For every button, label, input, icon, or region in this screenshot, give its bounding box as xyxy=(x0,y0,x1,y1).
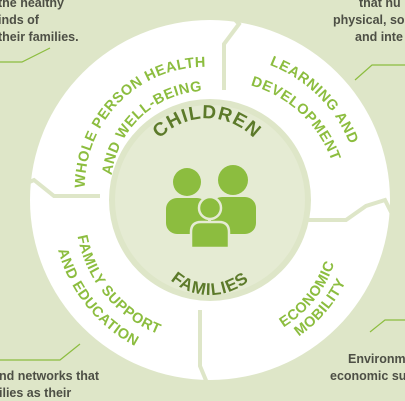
side-text-line: physical, so xyxy=(333,13,405,27)
family-icon xyxy=(166,165,256,250)
side-text-line: inds of xyxy=(0,13,39,27)
side-text-top-right: that nu physical, so and inte xyxy=(333,0,405,46)
side-text-bottom-right: Environm economic su xyxy=(330,351,405,385)
callout-line-bottom-right xyxy=(369,319,405,333)
separator-right xyxy=(300,197,394,222)
callout-line-bottom-left xyxy=(0,343,81,361)
side-text-line: Environm xyxy=(348,352,405,366)
callout-lines xyxy=(0,47,405,361)
side-text-line: and inte xyxy=(355,30,403,44)
separator-bottom xyxy=(184,310,213,401)
separator-top xyxy=(208,5,242,90)
callout-line-top-left xyxy=(0,47,51,63)
separator-left xyxy=(19,177,100,198)
side-text-line: the healthy xyxy=(0,0,64,10)
callout-line-top-right xyxy=(354,64,405,81)
segment-separators xyxy=(19,5,394,401)
side-text-line: that nu xyxy=(359,0,401,10)
side-text-line: economic su xyxy=(330,369,405,383)
side-text-top-left: the healthy inds of their families. xyxy=(0,0,79,46)
side-text-line: their families. xyxy=(0,30,79,44)
side-text-line: ilies as their xyxy=(0,386,72,400)
side-text-bottom-left: nd networks that ilies as their xyxy=(0,368,99,401)
side-text-line: nd networks that xyxy=(0,369,100,383)
